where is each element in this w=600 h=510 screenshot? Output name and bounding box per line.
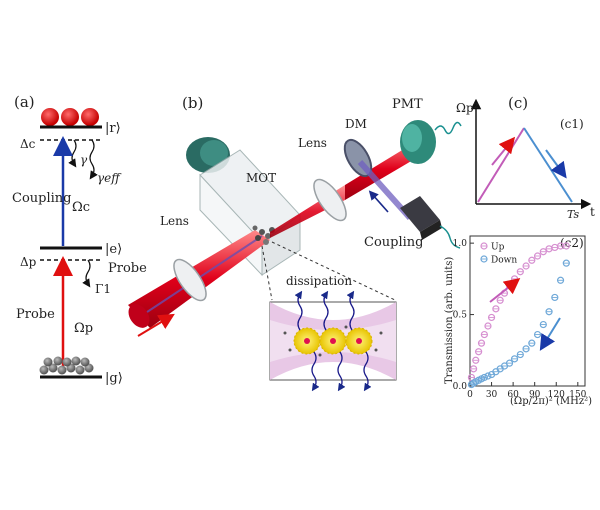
rydberg-atom-2 [61,108,79,126]
c2-point-down [510,355,519,363]
c2-point-down [551,293,559,302]
lens-right [313,178,347,222]
c2-point-down [556,276,565,284]
omega-c: Ωc [72,200,90,215]
c2-point-up [487,313,496,322]
c2-y-tick-label: 1.0 [453,239,468,249]
c2-point-up [469,365,478,373]
c2-point-up [522,262,530,270]
coupling-laser [400,196,442,240]
panel-label-c1: (c1) [560,117,584,131]
probe-label-right: Probe [108,261,147,276]
gamma: γ [80,153,88,167]
c1-ramp-up [477,127,525,203]
decay-gamma-arrow [68,139,77,168]
pmt [400,120,436,164]
gamma-eff: γeff [97,171,122,185]
dm-label: DM [345,117,367,131]
coupling-direction-arrow [368,190,389,213]
c2-legend-label-up: Up [491,243,505,253]
c2-point-up [480,330,488,339]
c2-x-tick-label: 0 [467,390,473,400]
c2-point-down [539,320,547,329]
ground-atoms [39,356,94,375]
c1-down-arrow [545,149,567,179]
c2-y-axis-label: Transmission (arb. units) [444,257,455,384]
c2-x-axis-label: (Ωp/2π)² (MHz²) [510,396,592,407]
panel-label-c2: (c2) [560,236,584,250]
c2-plot-frame [469,235,586,387]
lens-left-label: Lens [160,214,189,228]
pmt-cable [434,121,462,135]
c2-point-up [477,339,486,347]
dissipation-label: dissipation [286,274,352,288]
c2-x-tick-label: 120 [548,390,565,400]
c2-up-arrow [489,278,521,303]
c2-down-arrow [539,317,561,351]
c2-y-tick-label: 0.5 [453,311,468,321]
c2-point-down [545,308,553,316]
panel-label-c: (c) [508,94,528,112]
dissipation-arrows [294,290,372,392]
delta-p: Δp [20,255,37,269]
c2-point-down [516,350,524,359]
c2-point-up [475,348,483,356]
c2-point-down [522,345,530,353]
c2-point-up [496,296,504,304]
c1-ramp-down [523,127,573,203]
decay-gamma-eff-arrow [89,139,98,180]
coupling-setup-label: Coupling [364,235,423,250]
probe-label-left: Probe [16,307,55,322]
c2-point-up [484,322,492,330]
dissipation-inset [269,301,397,381]
omega-p: Ωp [74,321,93,336]
c2-x-tick-label: 90 [529,390,541,400]
c2-point-up [562,242,570,250]
c2-point-up [533,252,542,260]
c1-up-arrow [491,136,516,166]
decay-Gamma1-arrow [82,259,91,288]
c2-point-up [472,356,480,364]
c2-point-up [516,268,524,276]
c2-point-down [562,259,570,267]
c2-y-tick-label: 0.0 [453,382,468,392]
ket-e: |e⟩ [105,242,122,257]
pmt-label: PMT [392,97,423,112]
c2-point-down [505,359,514,367]
c1-y-label: Ωp² [456,101,479,115]
c2-point-down [528,339,536,347]
c1-ts-label: Ts [567,208,580,221]
rydberg-atom-1 [41,108,59,126]
c2-legend-marker-down [480,255,488,263]
c2-point-down [484,372,492,380]
c2-point-up [539,248,547,256]
probe-direction-arrow [137,313,175,337]
c2-point-up [492,305,500,313]
c1-x-label: t [590,205,595,219]
rydberg-atom-3 [81,108,99,126]
c2-x-tick-label: 30 [486,390,498,400]
ket-g: |g⟩ [105,371,123,386]
c2-point-down [480,373,488,382]
delta-c: Δc [20,137,36,151]
c2-x-tick-label: 60 [507,390,519,400]
lens-right-label: Lens [298,136,327,150]
mot-label: MOT [246,171,276,185]
panel-label-a: (a) [14,93,35,111]
laser-fiber [439,225,461,249]
ket-r: |r⟩ [105,121,121,136]
c2-x-tick-label: 150 [569,390,586,400]
c2-point-up [528,256,536,264]
c2-legend-label-down: Down [491,256,517,266]
lens-left [173,258,207,302]
coupling-label-a: Coupling [12,191,71,206]
c2-legend-marker-up [480,242,488,250]
Gamma1: Γ1 [95,282,111,296]
panel-label-b: (b) [182,94,203,112]
